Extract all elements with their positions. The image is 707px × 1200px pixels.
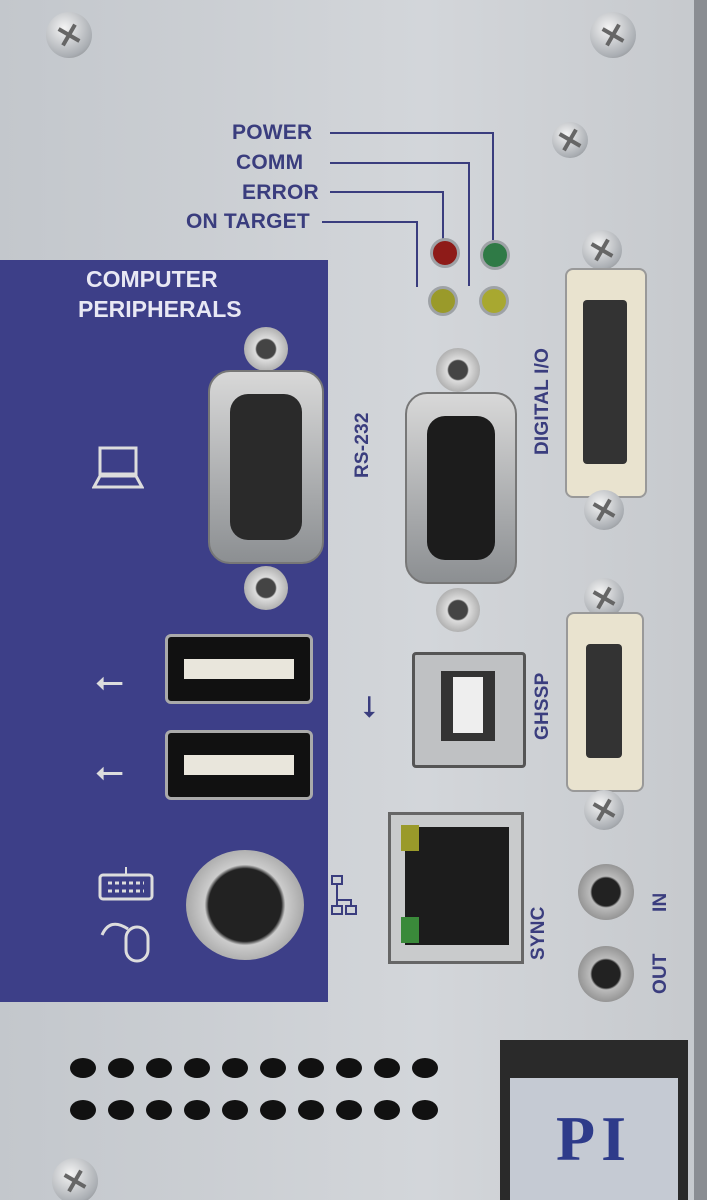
comm-label: COMM <box>236 151 304 174</box>
leader-line <box>322 221 418 223</box>
screw-icon <box>590 12 636 58</box>
screw-icon <box>584 490 624 530</box>
usb-icon: ⭠ <box>95 660 124 701</box>
usb-b-port[interactable] <box>412 652 526 768</box>
ps2-port[interactable] <box>186 850 304 960</box>
screw-icon <box>52 1158 98 1200</box>
screw-icon <box>584 790 624 830</box>
power-led <box>480 240 510 270</box>
usb-icon: ⭠ <box>95 750 124 791</box>
hex-nut <box>436 588 480 632</box>
keyboard-icon <box>98 865 154 901</box>
digital-io-port[interactable] <box>565 268 647 498</box>
peripherals-title-line2: PERIPHERALS <box>78 296 242 322</box>
screw-icon <box>552 122 588 158</box>
ghssp-port[interactable] <box>566 612 644 792</box>
mouse-icon <box>98 915 154 965</box>
rs232-label: RS-232 <box>352 412 373 478</box>
ethernet-port[interactable] <box>388 812 524 964</box>
comm-led <box>479 286 509 316</box>
sync-in-label: IN <box>650 892 671 912</box>
rs232-port[interactable] <box>405 392 517 584</box>
screw-icon <box>46 12 92 58</box>
hex-nut <box>244 327 288 371</box>
screw-icon <box>582 230 622 270</box>
power-label: POWER <box>232 121 313 144</box>
usb-icon: ⭠ <box>351 695 384 719</box>
usb-a-port[interactable] <box>165 730 313 800</box>
panel-edge <box>694 0 707 1200</box>
leader-line <box>330 191 444 193</box>
hex-nut <box>244 566 288 610</box>
error-led <box>430 238 460 268</box>
leader-line <box>416 221 418 287</box>
sync-out-label: OUT <box>650 953 671 994</box>
network-icon <box>330 870 360 922</box>
laptop-icon <box>91 445 145 491</box>
sync-label: SYNC <box>528 906 549 960</box>
vga-port[interactable] <box>208 370 324 564</box>
sync-in-connector[interactable] <box>578 864 634 920</box>
leader-line <box>330 132 494 134</box>
ethernet-activity-led <box>401 917 419 943</box>
usb-a-port[interactable] <box>165 634 313 704</box>
on-target-led <box>428 286 458 316</box>
screw-icon <box>584 578 624 618</box>
leader-line <box>492 132 494 240</box>
ethernet-link-led <box>401 825 419 851</box>
pi-logo: PI <box>556 1103 632 1174</box>
ghssp-label: GHSSP <box>532 672 553 740</box>
leader-line <box>330 162 470 164</box>
sync-out-connector[interactable] <box>578 946 634 1002</box>
on-target-label: ON TARGET <box>186 210 310 233</box>
leader-line <box>468 162 470 286</box>
leader-line <box>442 191 444 239</box>
hex-nut <box>436 348 480 392</box>
error-label: ERROR <box>242 181 319 204</box>
logo-plate: PI <box>500 1040 688 1200</box>
peripherals-title-line1: COMPUTER <box>86 266 218 292</box>
digital-io-label: DIGITAL I/O <box>532 347 553 455</box>
